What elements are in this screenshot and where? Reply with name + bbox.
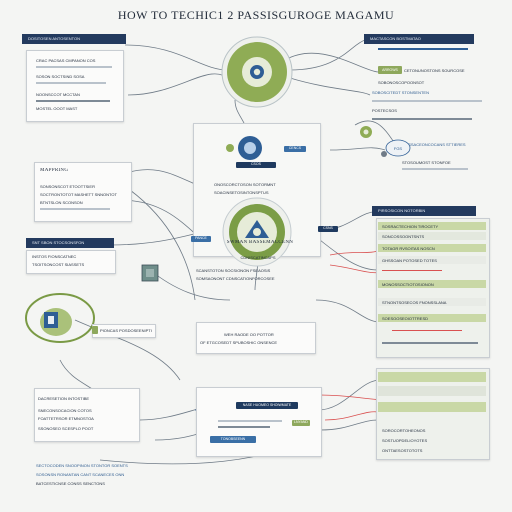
right-bottom-stripe-2 [378,386,486,396]
right-bottom-stripe-1 [378,372,486,382]
left-top-rule-1 [36,66,112,68]
cloud-label: FGS [393,146,403,151]
device-label: PIONCAS POSDOSEENIPTION [100,328,152,333]
right-mid-line-1: SOBOSCITEDT STONSENTEN [372,90,429,95]
left-mid-line-2: TSOITSONCOST SIASSETS [32,262,85,267]
right-mid-line-3: GOSSACEONCOCANS STTIERES [402,142,466,147]
mapping-heading: MAPPRING [40,168,69,173]
right-panel-row-6: STNONTSOSECOS FNONSSLANA [382,300,447,305]
right-mid-rule-2 [372,118,472,120]
center-mid-line-1: SCANSTOTON SOCSIONON FSEAOSIS [196,268,271,273]
center-bottom-chip-1: NASE HUOMEO SHOIWMATE [236,402,298,409]
center-lower-line-2: OF ETGCOSEDT SPUBOSHIC ONSENCE [200,340,278,345]
left-mid-line-1: INSTOS FIONSCATNEC [32,254,77,259]
center-mid-chip: PANCE [191,236,211,242]
right-panel-red-rule-1 [382,270,442,271]
right-bottom-row-3: ONTTAESOSTOTOTS [382,448,423,453]
right-mid-rule-3 [402,168,468,170]
right-panel-stripe-6 [378,298,486,306]
right-panel-stripe-7 [378,314,486,322]
right-panel-row-7: SOESOOSEOIOTTRESD [382,316,429,321]
mapping-line-2: SOCTRONTOTOT MASHETT SNNONTOT [40,192,117,197]
left-top-line-3: NOONSCCOT MCCTAN [36,92,80,97]
center-mid-tag: CSNS [318,226,338,232]
mapping-line-3: BTNTSLON SCONSON [40,200,83,205]
center-top-chip-2: CENCS [284,146,306,152]
left-mid-box [26,250,116,274]
right-top-line-1: CETONUNOSTONS SOURCOSE [404,68,465,73]
device-label-swatch [92,326,98,334]
left-top-line-4: MOSTEL OOOT MAST [36,106,78,111]
left-top-box [26,50,124,122]
center-bottom-rule-2 [218,426,270,428]
mapping-rule [40,208,110,210]
right-panel-row-1: SOSRACTECHION TIROCETY [382,224,439,229]
right-panel-row-2: SONCOSSOONTSNTS [382,234,425,239]
right-panel [376,218,490,358]
page-title: HOW TO TECHIC1 2 PASSISGUROGE MAGAMU [117,8,395,22]
right-panel-stripe-1 [378,222,486,230]
footer-line-2: SOSONSN RONANTAN CANT SCANECES ONN [36,472,125,477]
left-mid-header: SNT SBON STOCSONSFON [26,238,114,248]
center-lower-line-1: WEH RAODE OO POTTOR [224,332,274,337]
right-bottom-panel [376,368,490,460]
left-top-header: DOSITOSEN ANTOSENTON [22,34,126,44]
center-mid-caption: SWMAN BASSEMACCENN [226,240,294,245]
center-bottom-chip-3: LNYAND [292,420,310,426]
center-top-line-1: ONOSCORCTOSON SOTORMNT [214,182,276,187]
right-bottom-row-1: SOROCORTOHEONOS [382,428,426,433]
center-top-chip-1: CSOS [236,162,276,168]
right-panel-rule [382,342,478,344]
right-top-header: MACTASCON BOSTMATAO [364,34,474,44]
left-top-line-2: SOSON SOCTSIND SOSA [36,74,85,79]
right-top-line-2: SOBONOSCOPOONSOT [378,80,425,85]
right-panel-row-5: MONOSSOCTIOTOSIONON [382,282,434,287]
left-bottom-heading: DACRESETION INTOSTIBE [38,396,90,401]
footer-line-3: BATCESTICNSE CONSS SENCTONS [36,481,105,486]
left-bottom-line-1: SNECONSOCACION COTOS [38,408,92,413]
center-mid-line-2: SOMSAONONT CDNSCATIONFORCOSEE [196,276,275,281]
right-mid-line-2: POSTECSOS [372,108,397,113]
left-top-line-1: CRAC PACSAS CMPANON COS [36,58,96,63]
left-top-rule-3 [36,100,110,102]
right-mid-rule-1 [372,100,482,102]
right-panel-red-rule-2 [392,330,462,331]
center-mid-sub: CDNISCATINCAPS [240,255,276,260]
center-top-line-2: SOACINSETOSINTONSPTUS [214,190,269,195]
center-bottom-rule-1 [218,420,282,422]
right-top-rule [378,48,468,50]
footer-line-1: SECTOCODEN SNOOPINON STONTOR SOENTS [36,463,128,468]
right-top-chip: ARROWS [378,66,402,74]
right-panel-stripe-3 [378,244,486,252]
left-bottom-box [34,388,140,442]
right-panel-header: PIRSOSICON NOTORBIN [372,206,476,216]
left-bottom-line-3: SSONOSEO SCESPLO POOT [38,426,94,431]
right-mid-line-4: STOSOUMOST STONFOE [402,160,451,165]
mapping-line-1: SONSONSCOT ETOOTTSIER [40,184,95,189]
left-top-rule-2 [36,82,106,84]
right-bottom-stripe-3 [378,402,486,412]
left-bottom-line-2: FOATTETRSOR ETMNOSTOA [38,416,94,421]
right-panel-stripe-4 [378,256,486,264]
mapping-box [34,162,132,222]
right-bottom-row-2: SOSTUOPDELIOYOTES [382,438,428,443]
right-panel-row-4: GHSSOAN POTOSED TOTES [382,258,437,263]
center-bottom-chip-2: TONOBSEENN [210,436,256,443]
right-panel-stripe-5 [378,280,486,288]
center-lower-box [196,322,316,354]
right-panel-row-3: TOTAGR RVSOITAS NOSCN [382,246,435,251]
right-panel-stripe-2 [378,232,486,240]
